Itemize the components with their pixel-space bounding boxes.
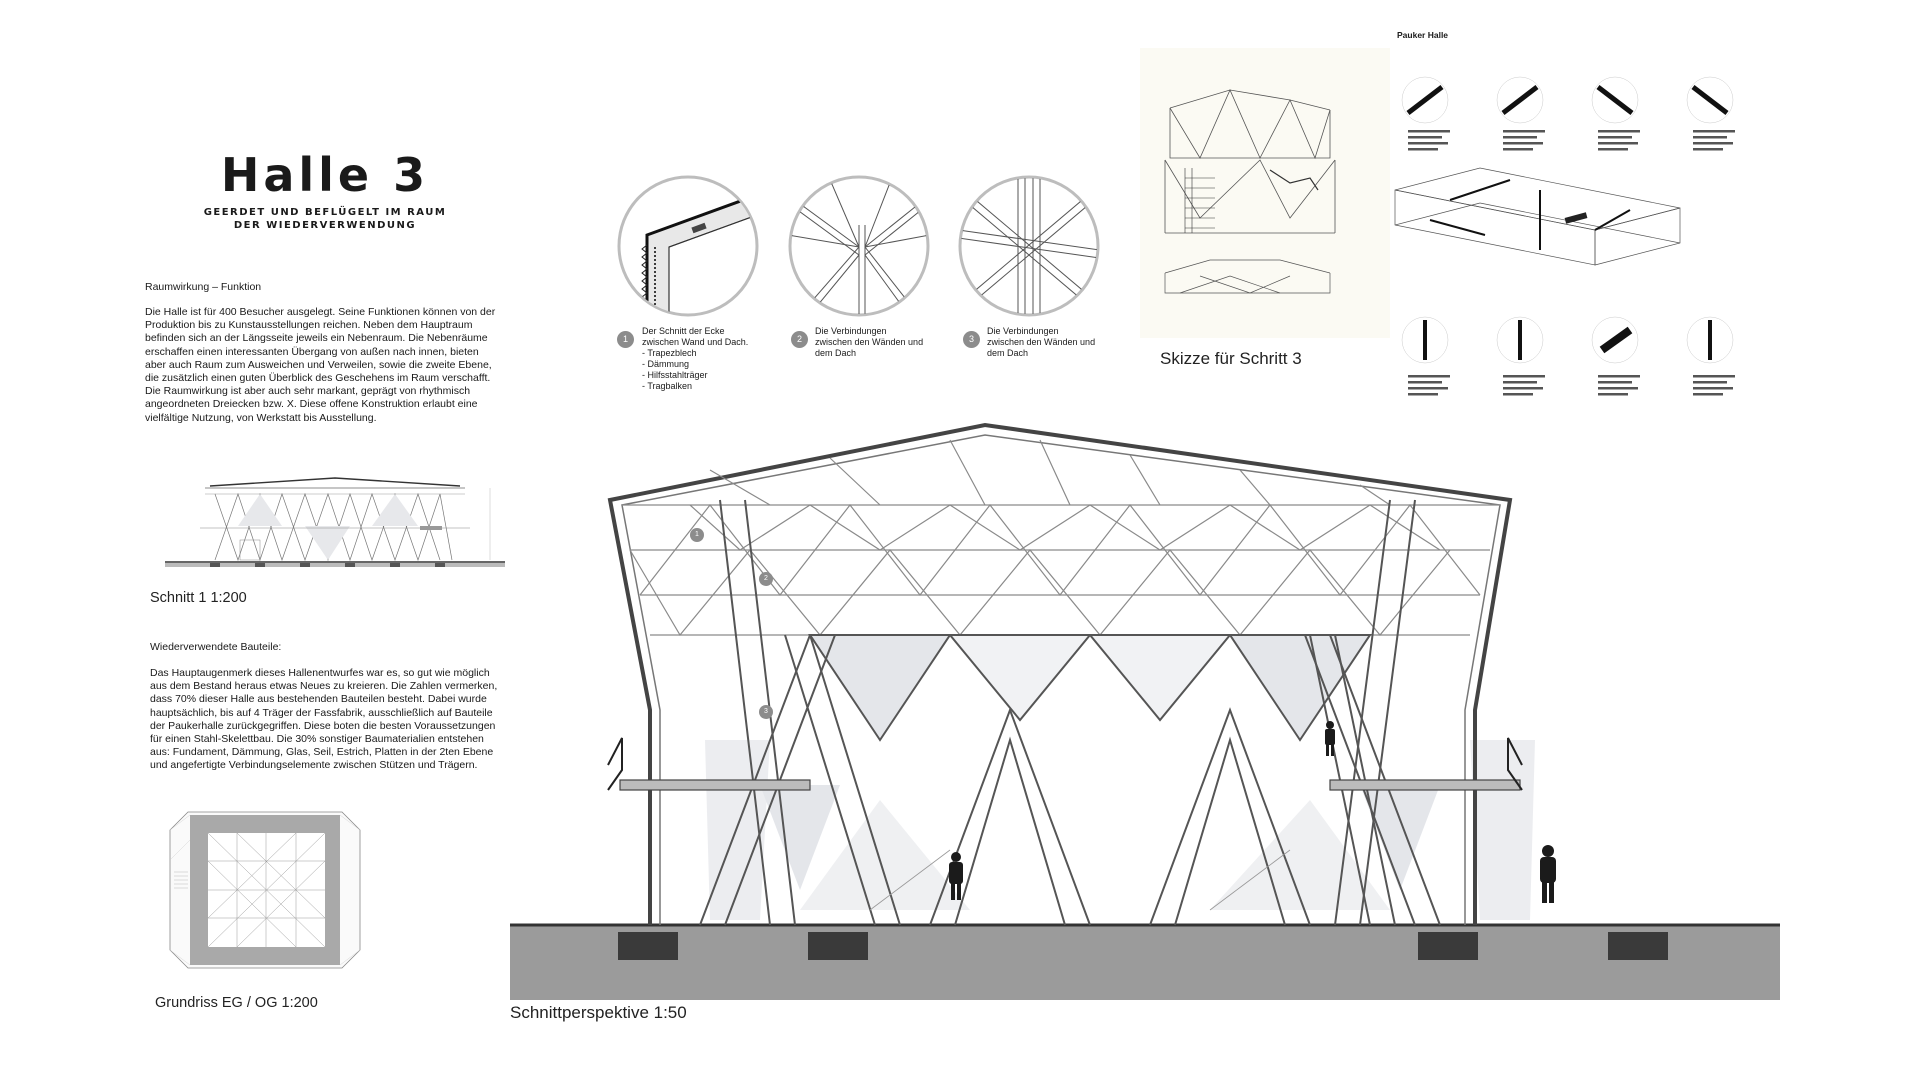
section2-text: Das Hauptaugenmerk dieses Hallenentwurfe… [150, 667, 498, 772]
detail-label-3: Die Verbindungen zwischen den Wänden und… [987, 326, 1096, 358]
detail-3-drawing [958, 175, 1100, 317]
page-title: Halle 3 [220, 148, 430, 202]
section-1-drawing [165, 477, 505, 567]
section2-heading: Wiederverwendete Bauteile: [150, 641, 282, 653]
sketch-caption: Skizze für Schritt 3 [1160, 349, 1302, 368]
section1-heading: Raumwirkung – Funktion [145, 281, 262, 293]
sketch-drawing [1140, 48, 1390, 338]
floor-plan-drawing [169, 811, 361, 969]
page-subtitle: GEERDET UND BEFLÜGELT IM RAUM DER WIEDER… [203, 207, 447, 231]
detail-label-2: Die Verbindungen zwischen den Wänden und… [815, 326, 924, 358]
perspective-marker-3: 3 [759, 705, 773, 719]
detail-label-1: Der Schnitt der Ecke zwischen Wand und D… [642, 326, 749, 391]
detail-2-drawing [788, 175, 930, 317]
section1-caption: Schnitt 1 1:200 [150, 590, 247, 606]
section1-text: Die Halle ist für 400 Besucher ausgelegt… [145, 306, 496, 424]
pauker-title: Pauker Halle [1397, 30, 1449, 40]
detail-number-3: 3 [963, 331, 980, 348]
perspective-marker-1: 1 [690, 528, 704, 542]
perspective-marker-2: 2 [759, 572, 773, 586]
pauker-parts-panel [1394, 76, 1735, 396]
detail-number-1: 1 [617, 331, 634, 348]
perspective-caption: Schnittperspektive 1:50 [510, 1003, 687, 1022]
section-perspective-drawing [510, 422, 1780, 1000]
detail-number-2: 2 [791, 331, 808, 348]
floorplan-caption: Grundriss EG / OG 1:200 [155, 995, 318, 1011]
detail-1-drawing [617, 175, 759, 317]
